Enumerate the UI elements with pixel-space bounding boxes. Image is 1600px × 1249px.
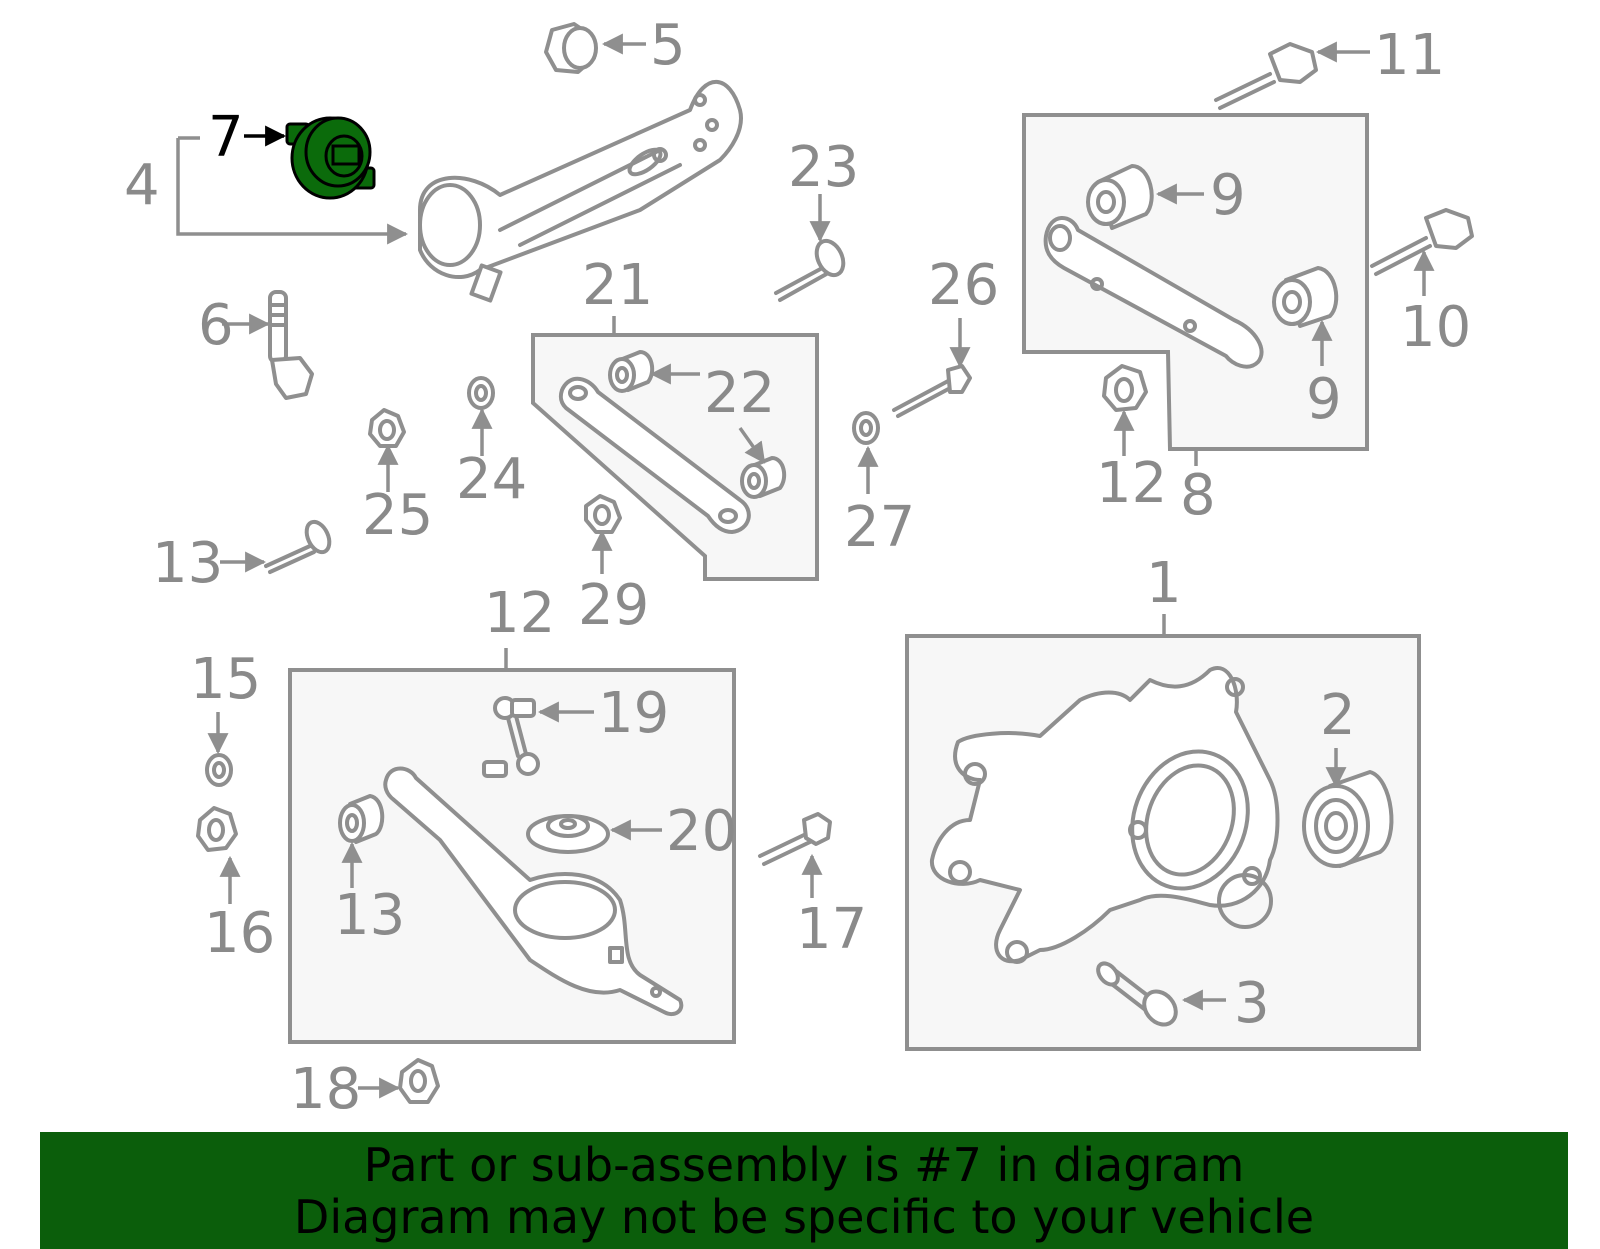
callout-8[interactable]: 8 <box>1180 463 1216 528</box>
callout-16[interactable]: 15 <box>190 647 261 712</box>
callout-10[interactable]: 10 <box>1400 295 1471 360</box>
callout-24[interactable]: 23 <box>788 135 859 200</box>
callout-23[interactable]: 22 <box>704 361 775 426</box>
part-21-insulator-icon <box>526 814 610 854</box>
part-6-bolt-icon <box>268 290 314 400</box>
banner-line-2: Diagram may not be specific to your vehi… <box>293 1189 1315 1244</box>
part-15-bolt-icon <box>264 519 332 574</box>
part-29-nut-icon <box>584 494 622 534</box>
part-10-bolt-icon <box>1370 208 1474 276</box>
part-14-bushing-icon <box>338 794 385 844</box>
part-17-nut-icon <box>196 806 238 852</box>
part-1-knuckle-icon <box>929 666 1280 964</box>
callout-27[interactable]: 26 <box>928 253 999 318</box>
callout-6[interactable]: 6 <box>198 293 234 358</box>
part-12-nut-icon <box>1102 364 1148 412</box>
part-8-upper-arm-icon <box>1043 216 1264 369</box>
part-7-bushing-icon[interactable] <box>285 116 376 200</box>
callout-9-top[interactable]: 9 <box>1210 163 1246 228</box>
callout-7[interactable]: 7 <box>208 105 244 170</box>
part-25-washer-icon <box>467 376 495 410</box>
callout-labels: 7 4 5 6 13 25 24 29 21 22 23 26 27 11 9 … <box>124 13 1471 1122</box>
part-24-bolt-icon <box>774 238 846 302</box>
callout-21[interactable]: 20 <box>666 799 737 864</box>
part-18-bolt-icon <box>758 812 832 866</box>
callout-26[interactable]: 25 <box>362 483 433 548</box>
part-5-nut-icon <box>544 22 598 74</box>
callout-1[interactable]: 1 <box>1146 551 1182 616</box>
callout-9-bottom[interactable]: 9 <box>1306 367 1342 432</box>
callout-3[interactable]: 3 <box>1234 971 1270 1036</box>
callout-19[interactable]: 18 <box>290 1057 361 1122</box>
callout-18[interactable]: 17 <box>796 897 867 962</box>
leader-lines <box>176 33 1435 1099</box>
callout-12[interactable]: 12 <box>1096 451 1167 516</box>
part-3-pin-icon <box>1096 961 1178 1027</box>
callout-2[interactable]: 2 <box>1320 683 1356 748</box>
part-16-washer-icon <box>205 753 233 787</box>
callout-5[interactable]: 5 <box>650 13 686 78</box>
part-9-bushing-top-icon <box>1086 164 1154 230</box>
part-11-bolt-icon <box>1214 42 1318 110</box>
callout-29[interactable]: 29 <box>578 573 649 638</box>
callout-14[interactable]: 13 <box>334 883 405 948</box>
callout-22[interactable]: 21 <box>582 253 653 318</box>
callout-4[interactable]: 4 <box>124 153 160 218</box>
part-19-nut-icon <box>398 1058 440 1104</box>
info-banner: Part or sub-assembly is #7 in diagram Di… <box>40 1132 1568 1249</box>
part-4-trailing-arm-icon <box>418 79 743 303</box>
callout-25[interactable]: 24 <box>456 447 527 512</box>
part-28-washer-icon <box>852 411 880 445</box>
part-26-nut-icon <box>368 408 406 448</box>
callout-15[interactable]: 13 <box>152 531 223 596</box>
part-23-bushing-bottom-icon <box>740 456 787 499</box>
banner-line-1: Part or sub-assembly is #7 in diagram <box>363 1137 1245 1192</box>
part-9-bushing-bottom-icon <box>1272 266 1339 328</box>
part-22-lateral-arm-icon <box>558 377 751 534</box>
part-20-stabilizer-link-icon <box>482 696 540 778</box>
callout-28[interactable]: 27 <box>844 495 915 560</box>
callout-13[interactable]: 12 <box>484 581 555 646</box>
part-13-lower-arm-icon <box>383 766 684 1017</box>
callout-11[interactable]: 11 <box>1374 23 1445 88</box>
callout-17[interactable]: 16 <box>204 901 275 966</box>
callout-20[interactable]: 19 <box>598 681 669 746</box>
part-27-bolt-icon <box>892 364 972 418</box>
